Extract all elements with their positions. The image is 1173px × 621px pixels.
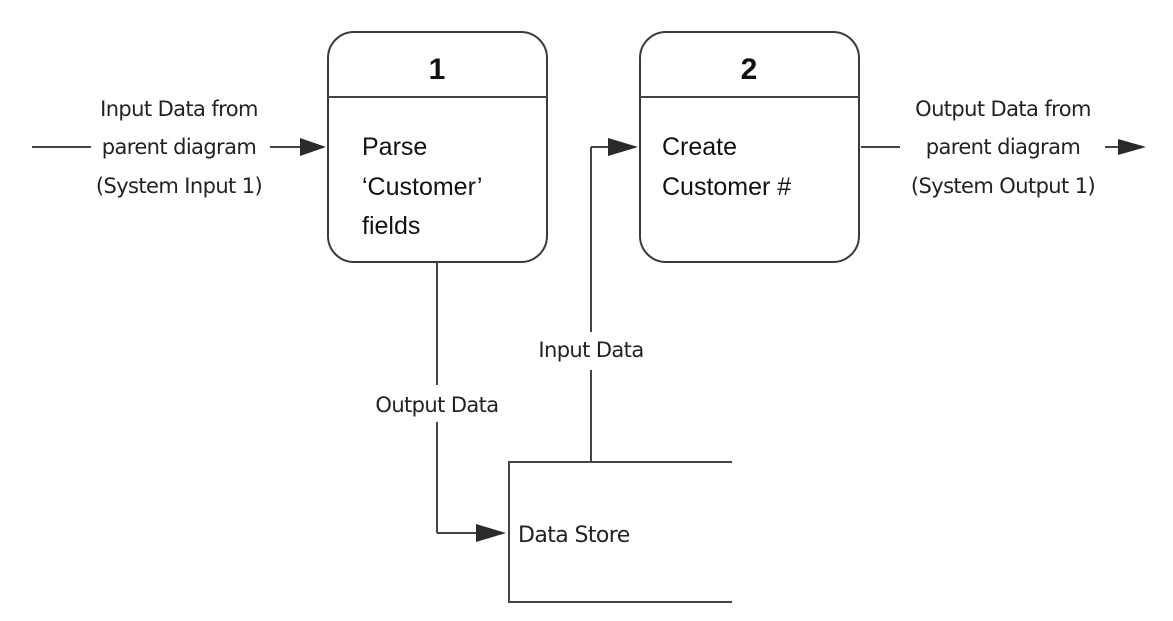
process1-to-store-flow: Output Data [375,262,506,542]
process-1-line-3: fields [362,212,420,240]
system-output-label-line-1: Output Data from [915,97,1091,121]
process-1-line-2: ‘Customer’ [362,173,482,201]
system-input-label-line-3: (System Input 1) [96,174,262,198]
system-output-flow: Output Data from parent diagram (System … [861,97,1146,198]
system-input-label-line-1: Input Data from [100,97,258,121]
store-to-process2-flow: Input Data [538,138,644,462]
process-2[interactable]: 2 Create Customer # [639,31,860,263]
p1-store-arrowhead [476,524,506,542]
process-2-line-1: Create [662,133,737,161]
data-store[interactable]: Data Store [508,461,732,603]
data-store-outline [508,461,732,603]
process-2-box [639,31,860,263]
process-2-line-2: Customer # [662,173,791,201]
system-input-label-line-2: parent diagram [102,135,256,159]
process-1-id: 1 [429,53,446,86]
p1-store-label: Output Data [375,393,498,417]
process-1[interactable]: 1 Parse ‘Customer’ fields [327,31,548,263]
data-store-label: Data Store [518,523,630,548]
system-input-arrowhead [300,138,326,156]
process-1-line-1: Parse [362,133,427,161]
system-output-label-line-2: parent diagram [926,135,1080,159]
system-output-arrowhead [1118,139,1146,155]
store-p2-label: Input Data [538,338,643,362]
store-p2-arrowhead [608,138,638,156]
system-input-flow: Input Data from parent diagram (System I… [32,97,326,198]
system-output-label-line-3: (System Output 1) [911,174,1095,198]
process-2-id: 2 [741,53,758,86]
